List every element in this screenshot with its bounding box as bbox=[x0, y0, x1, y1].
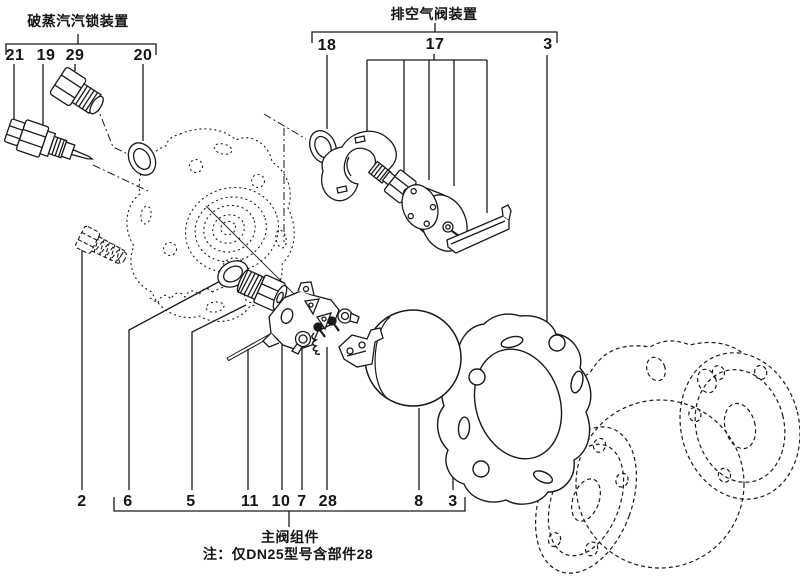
callout-7: 7 bbox=[297, 493, 307, 510]
part-6-seat-washer bbox=[217, 260, 249, 288]
callout-18: 18 bbox=[317, 37, 337, 54]
float-arm-bracket bbox=[338, 327, 384, 368]
clamp-bracket bbox=[320, 130, 397, 202]
callout-17: 17 bbox=[425, 36, 445, 53]
lever-frame bbox=[262, 281, 340, 351]
retainer-pin bbox=[313, 322, 323, 332]
outlet-flange-hidden bbox=[679, 352, 800, 500]
callout-5: 5 bbox=[186, 493, 196, 510]
part-10-pivot-screw bbox=[337, 308, 360, 324]
callout-28: 28 bbox=[318, 493, 338, 510]
steam-lock-title: 破蒸汽汽锁装置 bbox=[27, 13, 129, 29]
part-20-washer bbox=[127, 142, 157, 176]
part-7-screw bbox=[291, 330, 312, 355]
part-8-float-ball bbox=[364, 309, 462, 407]
part-2-bolt-hidden bbox=[75, 225, 127, 265]
part-28-spring-clip bbox=[311, 332, 321, 355]
air-vent-assembly bbox=[309, 130, 512, 254]
main-valve-title: 主阀组件 bbox=[261, 529, 319, 545]
main-valve-internals bbox=[217, 260, 462, 407]
callout-6: 6 bbox=[123, 493, 133, 510]
callout-3-top: 3 bbox=[543, 36, 553, 53]
part-21-19-element bbox=[3, 118, 95, 161]
callout-21: 21 bbox=[5, 47, 25, 64]
air-vent-title: 排空气阀装置 bbox=[390, 6, 478, 22]
retaining-bar bbox=[446, 204, 512, 254]
capsule-disc-front bbox=[401, 184, 439, 230]
part-29-hex-plug bbox=[49, 67, 104, 115]
dn25-note: 注：仅DN25型号含部件28 bbox=[202, 546, 374, 562]
callout-8: 8 bbox=[414, 493, 424, 510]
part17-fanout bbox=[366, 54, 488, 213]
main-valve-bracket bbox=[113, 497, 466, 527]
part-5-valve-seat bbox=[236, 269, 288, 311]
part-11-pin bbox=[226, 333, 273, 362]
callout-2: 2 bbox=[77, 493, 87, 510]
float-seam bbox=[374, 316, 391, 400]
steam-lock-bracket bbox=[5, 34, 157, 55]
callout-3-bottom: 3 bbox=[448, 493, 458, 510]
callout-11: 11 bbox=[241, 493, 259, 510]
callout-29: 29 bbox=[65, 47, 85, 64]
part-3-gasket bbox=[437, 313, 592, 505]
air-vent-leaders bbox=[326, 55, 548, 328]
retainer-pin-2 bbox=[327, 316, 337, 326]
air-vent-bracket bbox=[311, 23, 558, 43]
centerlines bbox=[92, 103, 307, 242]
callout-10: 10 bbox=[271, 493, 291, 510]
steam-lock-leaders bbox=[13, 64, 144, 141]
steam-lock-assembly bbox=[3, 67, 157, 176]
callout-20: 20 bbox=[133, 47, 153, 64]
callout-19: 19 bbox=[36, 47, 56, 64]
